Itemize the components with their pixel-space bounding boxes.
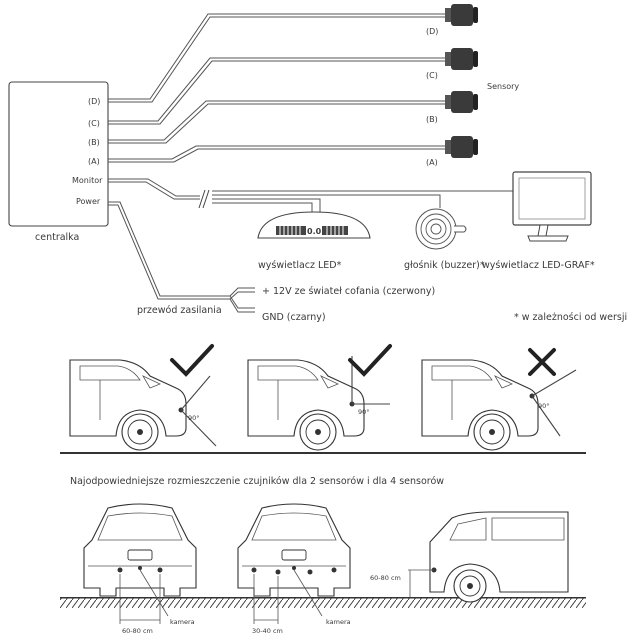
- sensor-a: [445, 136, 478, 158]
- footnote: * w zależności od wersji: [514, 312, 627, 323]
- cross-mark-icon: [528, 348, 556, 376]
- height-dimension: [408, 569, 434, 597]
- spacing-dimension-2: [119, 569, 169, 624]
- sensor-label-d: (D): [426, 27, 438, 36]
- port-label-power: Power: [76, 197, 101, 206]
- led-display-label: wyświetlacz LED*: [258, 260, 342, 271]
- wiring-diagram: centralka (D) (C) (B) (A) Monitor Power: [8, 4, 627, 323]
- spacing-dimension-4: [253, 569, 323, 624]
- controller-box: [8, 81, 109, 227]
- port-label-b: (B): [88, 138, 100, 147]
- car-side-view-3: [421, 359, 577, 451]
- camera-label-1: kamera: [170, 618, 195, 626]
- port-label-c: (C): [88, 119, 100, 128]
- camera-point: [138, 566, 142, 570]
- sensors-title: Sensory: [487, 82, 519, 91]
- sensor-label-b: (B): [426, 115, 438, 124]
- height-label: 60-80 cm: [370, 574, 401, 582]
- controller-label: centralka: [35, 232, 79, 243]
- check-mark-icon: [348, 344, 392, 377]
- placement-illustrations: 60-80 cm kamera 30-40 cm kamera: [60, 503, 586, 635]
- car-side-view-2: [247, 356, 390, 451]
- monitor-cables: [108, 178, 516, 216]
- led-display: 0.0: [257, 211, 371, 239]
- port-label-monitor: Monitor: [72, 176, 103, 185]
- buzzer-label: głośnik (buzzer)*: [404, 260, 485, 271]
- car-rear-view-4-sensors: [237, 503, 351, 597]
- led-graf-monitor: [512, 171, 592, 242]
- placement-title: Najodpowiedniejsze rozmieszczenie czujni…: [70, 476, 444, 487]
- spacing-label-2: 60-80 cm: [122, 627, 153, 635]
- angle-label-1: 90°: [188, 414, 200, 422]
- power-gnd-label: GND (czarny): [262, 312, 326, 323]
- car-rear-view-2-sensors: [83, 503, 197, 597]
- angle-illustrations: 90° 90° 90: [60, 344, 586, 454]
- sensor-point: [117, 567, 123, 573]
- check-mark-icon: [170, 344, 214, 377]
- power-cable: [108, 201, 255, 313]
- power-plus-label: + 12V ze świateł cofania (czerwony): [262, 286, 435, 297]
- led-display-value: 0.0: [307, 227, 322, 236]
- led-graf-label: wyświetlacz LED-GRAF*: [482, 260, 595, 271]
- sensor-c: [445, 48, 478, 70]
- angle-label-2: 90°: [358, 408, 370, 416]
- buzzer-icon: [415, 208, 467, 250]
- sensor-b: [445, 91, 478, 113]
- camera-label-2: kamera: [326, 618, 351, 626]
- sensor-label-c: (C): [426, 71, 438, 80]
- car-side-view-height: [429, 511, 569, 603]
- car-side-view-1: [69, 359, 217, 451]
- port-label-a: (A): [88, 157, 100, 166]
- spacing-label-4: 30-40 cm: [252, 627, 283, 635]
- sensor-wires: [108, 13, 445, 163]
- ground-line: [60, 452, 586, 454]
- sensor-label-a: (A): [426, 158, 438, 167]
- sensor-d: [445, 4, 478, 26]
- port-label-d: (D): [88, 97, 100, 106]
- ground-hatch: [60, 598, 586, 608]
- angle-label-3: 90°: [538, 402, 550, 410]
- power-cable-label: przewód zasilania: [137, 305, 222, 316]
- sensor-point: [157, 567, 163, 573]
